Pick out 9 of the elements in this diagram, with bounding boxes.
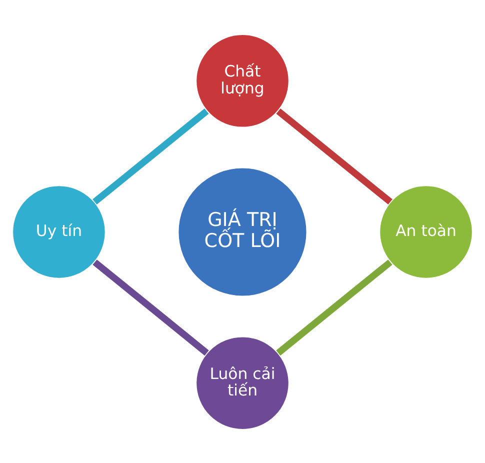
connector xyxy=(276,108,392,204)
node-circle: GIÁ TRỊ CỐT LÕI xyxy=(178,166,308,296)
connector xyxy=(92,108,209,204)
node-circle: Chất lượng xyxy=(196,33,290,128)
node-circle: Luôn cải tiến xyxy=(196,336,290,430)
connector xyxy=(92,259,209,356)
connector xyxy=(276,259,392,356)
node-circle: Uy tín xyxy=(12,184,106,278)
node-circle: An toàn xyxy=(379,184,474,278)
